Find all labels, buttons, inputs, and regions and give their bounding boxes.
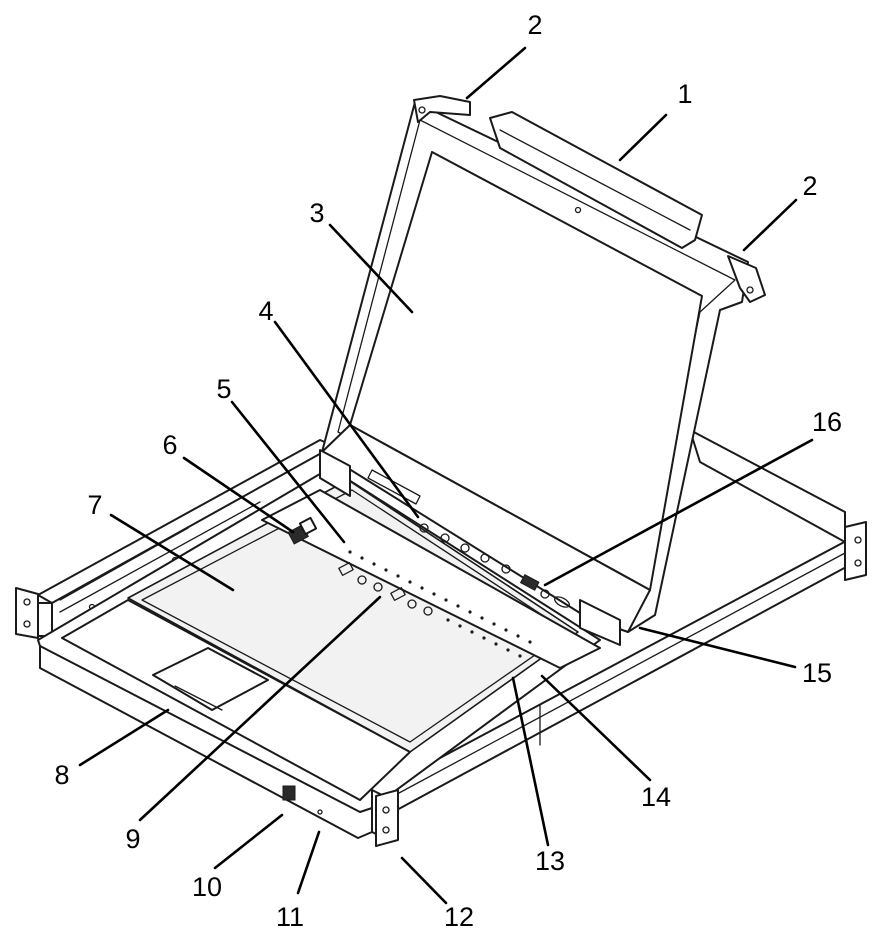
leader-3 <box>328 223 414 314</box>
leader-5 <box>230 400 346 544</box>
led-row <box>348 550 532 658</box>
leader-6 <box>182 456 295 534</box>
callout-6: 6 <box>162 430 177 460</box>
callout-2a: 2 <box>527 10 542 40</box>
keyboard-tray <box>37 467 601 847</box>
callout-3: 3 <box>309 198 324 228</box>
lcd-handle <box>413 95 766 303</box>
leader-8 <box>78 708 170 767</box>
leader-9 <box>138 595 382 822</box>
callout-11: 11 <box>276 902 304 932</box>
leader-7 <box>109 513 235 592</box>
leader-12 <box>400 856 448 905</box>
callout-10: 10 <box>192 872 222 902</box>
leader-13 <box>511 676 550 847</box>
leader-1 <box>618 113 668 162</box>
control-strip <box>261 489 601 669</box>
lcd-monitor <box>319 101 749 646</box>
callout-16: 16 <box>812 407 842 437</box>
callout-8: 8 <box>54 760 69 790</box>
callout-1: 1 <box>677 79 692 109</box>
callout-2b: 2 <box>802 171 817 201</box>
leader-2b <box>742 198 798 252</box>
leader-16 <box>543 438 814 587</box>
right-rail <box>379 429 867 819</box>
leader-4 <box>273 320 420 519</box>
callout-12: 12 <box>444 902 474 932</box>
leader-lines <box>78 46 814 905</box>
callout-13: 13 <box>535 846 565 876</box>
callout-numbers: 1 2 2 3 4 5 6 7 8 9 10 11 12 13 14 15 16 <box>54 10 842 932</box>
leader-10 <box>213 813 284 870</box>
callout-7: 7 <box>87 490 102 520</box>
leader-14 <box>540 674 652 782</box>
callout-15: 15 <box>802 658 832 688</box>
callout-5: 5 <box>216 374 231 404</box>
callout-14: 14 <box>641 782 671 812</box>
callout-9: 9 <box>125 824 140 854</box>
leader-2a <box>465 46 527 100</box>
callout-4: 4 <box>258 296 273 326</box>
leader-11 <box>296 830 321 895</box>
leader-15 <box>638 626 797 669</box>
